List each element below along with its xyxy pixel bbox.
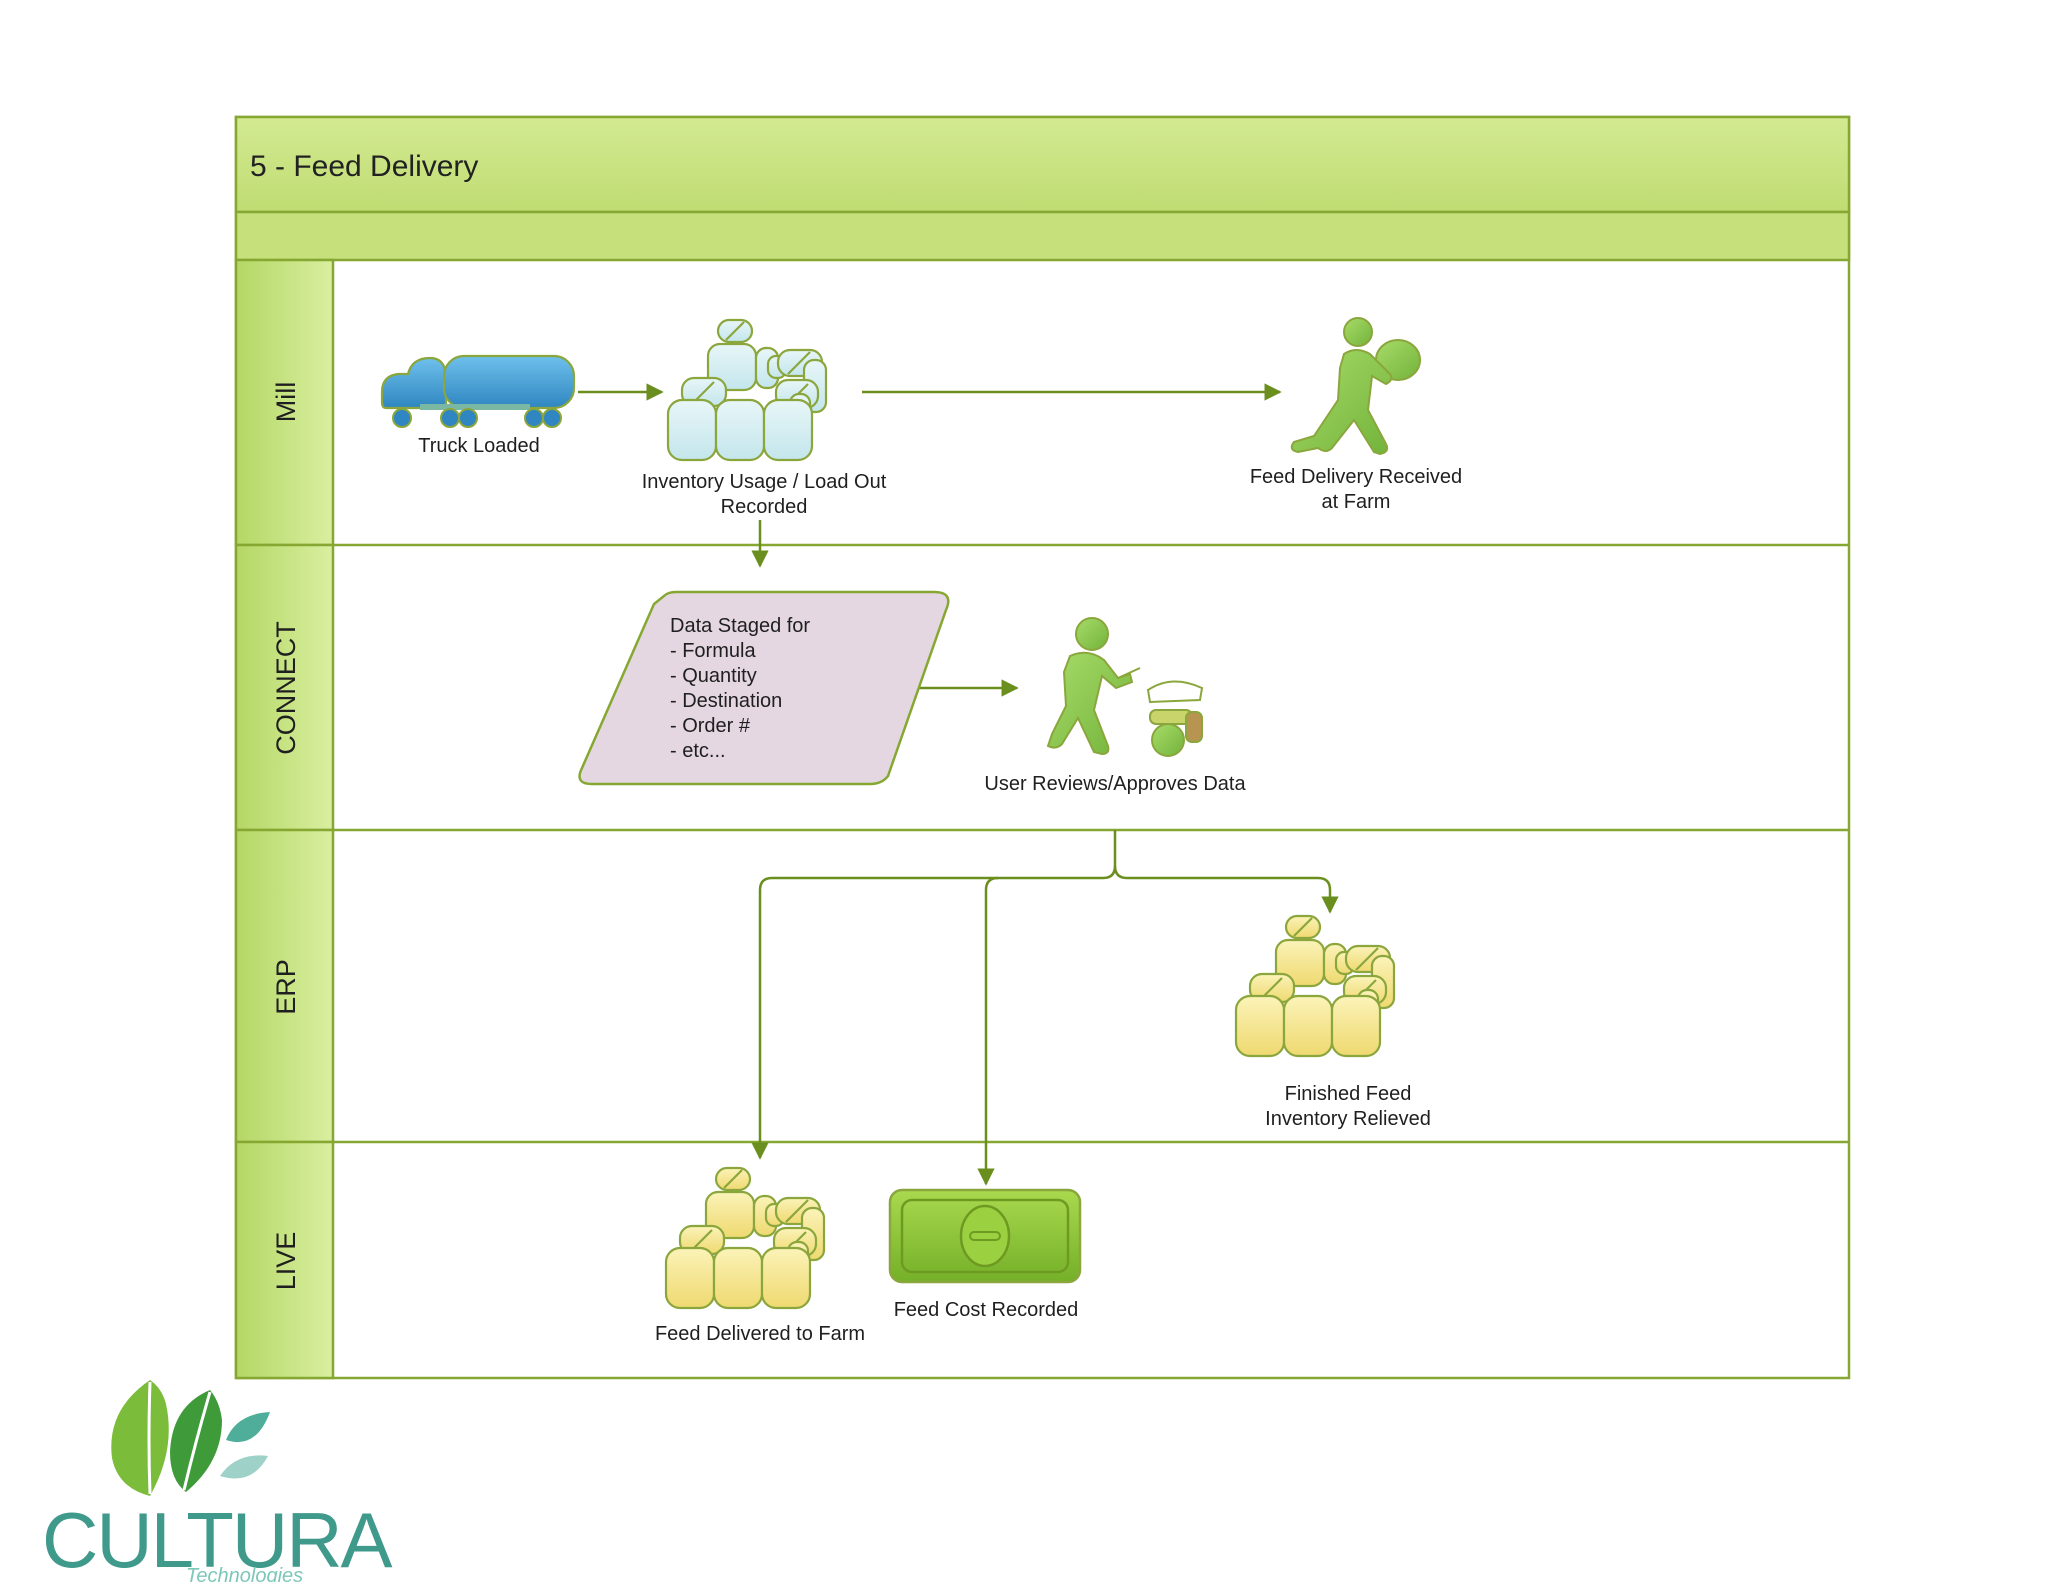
inventory-label-line1: Inventory Usage / Load Out	[642, 471, 887, 493]
money-icon	[888, 1188, 1082, 1284]
truck-icon	[380, 354, 576, 428]
lane-header-live	[234, 1140, 335, 1380]
data-staged-line1: Data Staged for	[670, 615, 810, 637]
finished-feed-label-line2: Inventory Relieved	[1265, 1108, 1431, 1130]
inventory-label-line2: Recorded	[721, 496, 808, 518]
data-staged-box	[578, 590, 950, 786]
data-staged-line6: - etc...	[670, 740, 726, 762]
delivery-received-label-line2: at Farm	[1322, 491, 1391, 513]
swimlane-frame	[234, 115, 1851, 1380]
cultura-logo: CULTURA Technologies	[42, 1380, 395, 1582]
finished-feed-label-line1: Finished Feed	[1285, 1083, 1412, 1105]
data-staged-line3: - Quantity	[670, 665, 757, 687]
lane-label-connect: CONNECT	[271, 621, 301, 755]
lane-label-erp: ERP	[271, 959, 301, 1015]
worker-cart-icon	[1046, 617, 1204, 757]
user-reviews-label: User Reviews/Approves Data	[984, 773, 1246, 795]
leaf-icon	[111, 1380, 270, 1496]
lane-header-mill	[234, 258, 335, 547]
subheader-bar	[234, 210, 1851, 262]
delivery-received-label-line1: Feed Delivery Received	[1250, 466, 1462, 488]
connector-review-to-finished	[1113, 865, 1339, 914]
data-staged-line5: - Order #	[670, 715, 751, 737]
connectors	[578, 383, 1339, 1186]
worker-carrying-icon	[1290, 317, 1421, 456]
data-staged-line2: - Formula	[670, 640, 756, 662]
logo-sub: Technologies	[186, 1565, 303, 1582]
data-staged-line4: - Destination	[670, 690, 782, 712]
logo-name: CULTURA	[42, 1496, 393, 1582]
feed-cost-label: Feed Cost Recorded	[894, 1299, 1079, 1321]
lane-label-mill: Mill	[271, 382, 301, 423]
connector-review-to-cost	[977, 876, 999, 1186]
lane-header-erp	[234, 828, 335, 1144]
truck-label: Truck Loaded	[418, 435, 540, 457]
diagram-title: 5 - Feed Delivery	[250, 150, 478, 183]
feed-delivered-label: Feed Delivered to Farm	[655, 1323, 865, 1345]
title-bar	[234, 115, 1851, 214]
lane-label-live: LIVE	[271, 1232, 301, 1291]
